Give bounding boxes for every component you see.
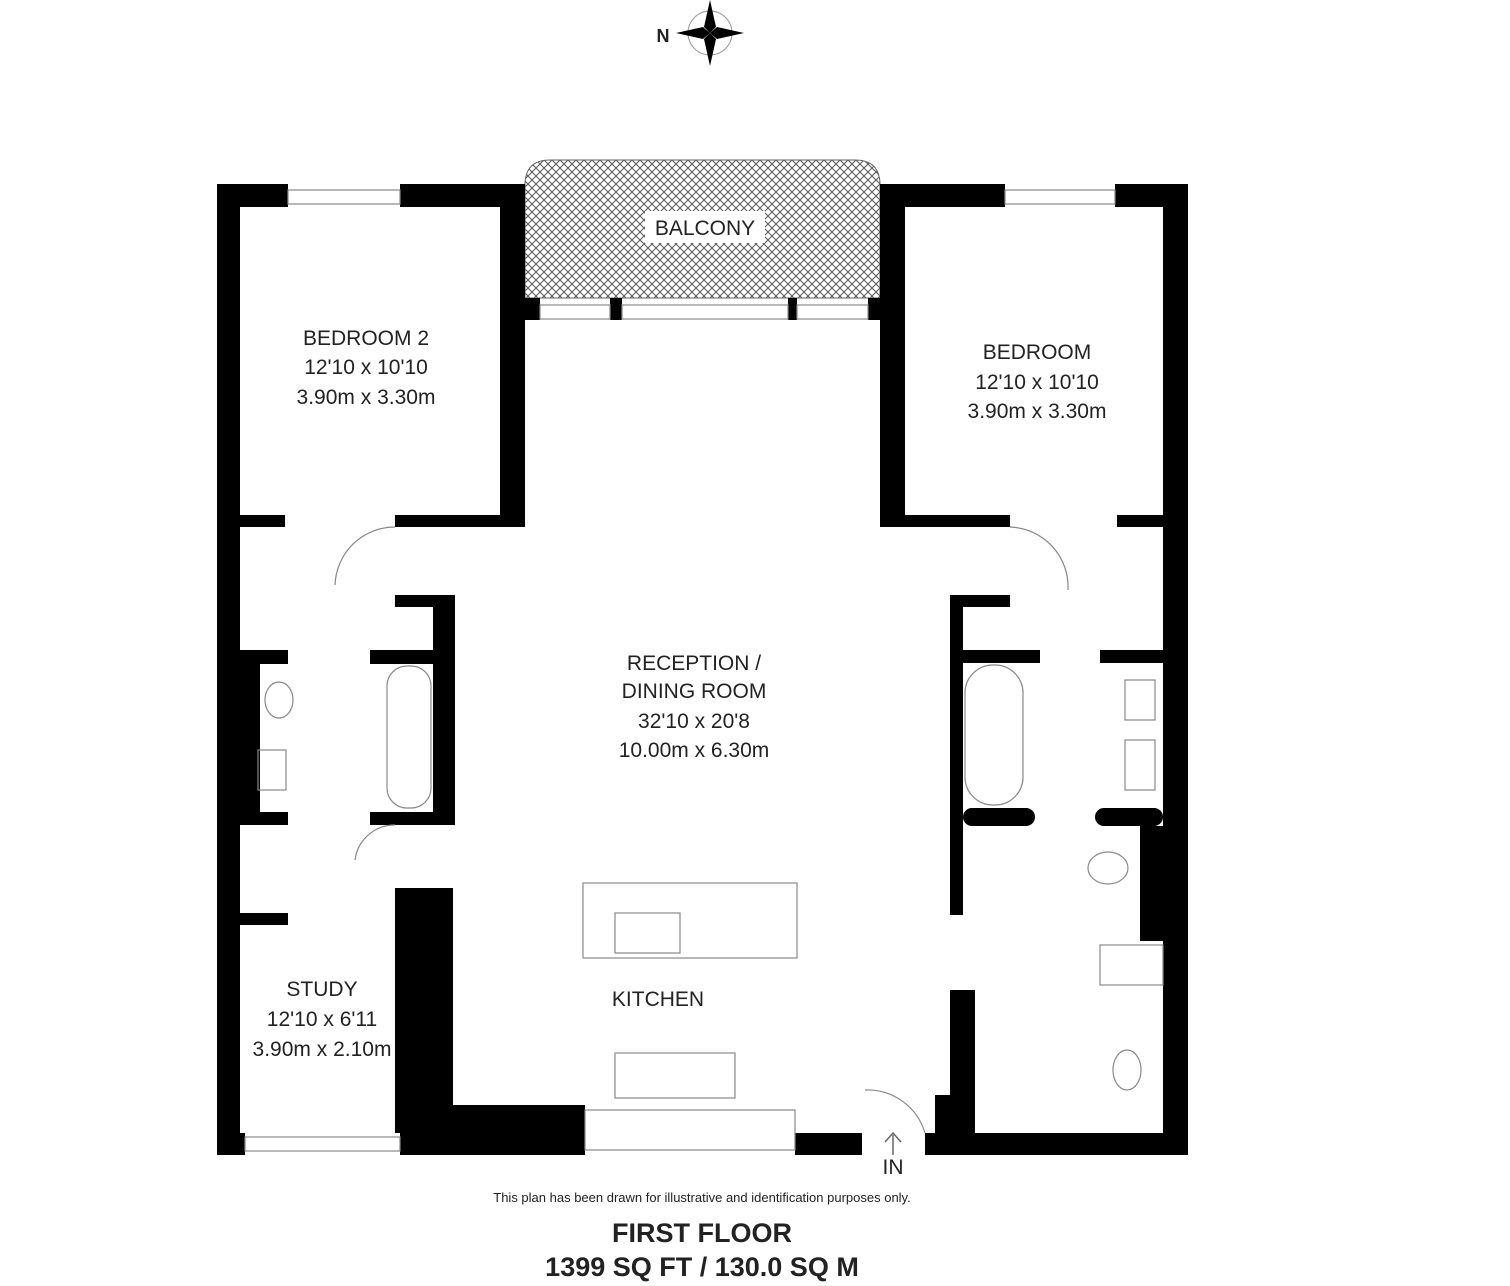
windows	[244, 189, 1116, 1152]
room-imperial: 12'10 x 6'11	[267, 1008, 377, 1031]
walls	[217, 184, 1188, 1155]
fixtures	[257, 526, 1164, 1134]
room-metric: 10.00m x 6.30m	[619, 739, 770, 762]
room-imperial: 32'10 x 20'8	[638, 710, 750, 733]
room-metric: 3.90m x 2.10m	[253, 1038, 392, 1061]
bedroom-label: BEDROOM 12'10 x 10'10 3.90m x 3.30m	[968, 341, 1107, 423]
entrance-arrow-icon	[884, 1131, 902, 1155]
study-label: STUDY 12'10 x 6'11 3.90m x 2.10m	[253, 978, 392, 1061]
floor-area: 1399 SQ FT / 130.0 SQ M	[545, 1252, 859, 1282]
room-metric: 3.90m x 3.30m	[968, 400, 1107, 423]
balcony-label: BALCONY	[655, 217, 755, 240]
entrance: IN	[883, 1131, 904, 1179]
north-label: N	[657, 26, 670, 46]
room-name-line2: DINING ROOM	[622, 680, 767, 703]
compass-icon: N	[657, 0, 744, 66]
entrance-label: IN	[883, 1156, 904, 1179]
room-name: BEDROOM	[983, 341, 1092, 364]
room-name: STUDY	[286, 978, 357, 1001]
room-name: BEDROOM 2	[303, 327, 429, 350]
room-metric: 3.90m x 3.30m	[297, 386, 436, 409]
room-name-line1: RECEPTION /	[627, 652, 761, 675]
room-imperial: 12'10 x 10'10	[304, 356, 428, 379]
disclaimer: This plan has been drawn for illustrativ…	[493, 1190, 911, 1205]
reception-label: RECEPTION / DINING ROOM 32'10 x 20'8 10.…	[619, 652, 770, 762]
room-imperial: 12'10 x 10'10	[975, 371, 1099, 394]
kitchen-label: KITCHEN	[612, 988, 704, 1011]
bedroom2-label: BEDROOM 2 12'10 x 10'10 3.90m x 3.30m	[297, 327, 436, 409]
floor-title: FIRST FLOOR	[612, 1218, 792, 1248]
